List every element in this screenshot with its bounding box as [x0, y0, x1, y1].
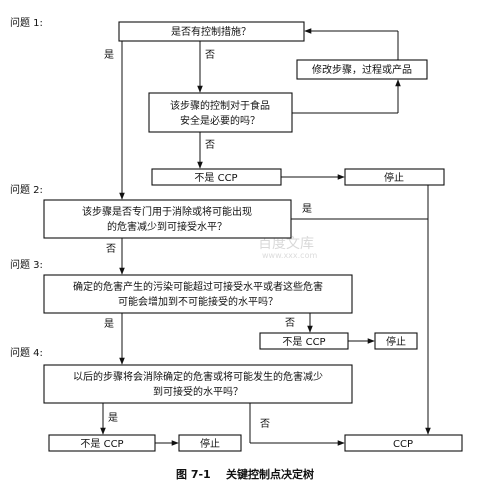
q1-no-label: 否	[205, 49, 215, 61]
question-3-label: 问题 3:	[10, 258, 43, 271]
q4-text-line2: 到可接受的水平吗？	[153, 385, 243, 398]
q4-no-label: 否	[260, 418, 270, 430]
q3-no-label: 否	[285, 317, 295, 329]
q3-text-line1: 确定的危害产生的污染可能超过可接受水平或者这些危害	[73, 280, 323, 293]
q2-box	[43, 199, 292, 239]
stop-text-2: 停止	[386, 335, 406, 348]
question-4-label: 问题 4:	[10, 346, 43, 359]
question-2-label: 问题 2:	[10, 183, 43, 196]
necessary-text-line2: 安全是必要的吗？	[180, 114, 260, 127]
q4-text-line1: 以后的步骤将会消除确定的危害或将可能发生的危害减少	[73, 370, 323, 383]
q3-box	[43, 274, 353, 314]
q4-yes-label: 是	[108, 412, 118, 424]
stop-box-2	[374, 332, 418, 350]
q2-text-line2: 的危害减少到可接受水平？	[107, 220, 227, 233]
watermark-text: 百度文库	[258, 236, 314, 252]
not-ccp-text-2: 不是 CCP	[282, 336, 325, 348]
modify-step-box	[296, 59, 428, 80]
stop-box-3	[178, 434, 242, 452]
necessary-no-label: 否	[205, 139, 215, 151]
ccp-box	[344, 434, 463, 452]
q3-yes-label: 是	[104, 318, 114, 330]
stop-text-3: 停止	[200, 437, 220, 450]
q1-control-text: 是否有控制措施？	[171, 25, 251, 38]
q2-no-label: 否	[106, 243, 116, 255]
q4-box	[43, 364, 353, 404]
q1-yes-label: 是	[104, 49, 114, 61]
modify-step-text: 修改步骤，过程或产品	[312, 63, 412, 76]
stop-text-1: 停止	[384, 171, 404, 184]
figure-caption: 图 7-1 关键控制点决定树	[176, 467, 314, 481]
q2-yes-label: 是	[302, 203, 312, 215]
watermark-url: www.xxx.com	[262, 251, 317, 260]
not-ccp-text-3: 不是 CCP	[80, 438, 123, 450]
necessary-text-line1: 该步骤的控制对于食品	[170, 99, 270, 112]
stop-box-1	[344, 168, 445, 186]
q3-text-line2: 可能会增加到不可能接受的水平吗？	[118, 295, 278, 308]
necessary-box	[148, 92, 293, 133]
not-ccp-text-1: 不是 CCP	[194, 172, 237, 184]
q1-control-box	[118, 21, 305, 42]
question-1-label: 问题 1:	[10, 16, 43, 29]
ccp-text: CCP	[393, 439, 413, 450]
q2-text-line1: 该步骤是否专门用于消除或将可能出现	[82, 205, 252, 218]
